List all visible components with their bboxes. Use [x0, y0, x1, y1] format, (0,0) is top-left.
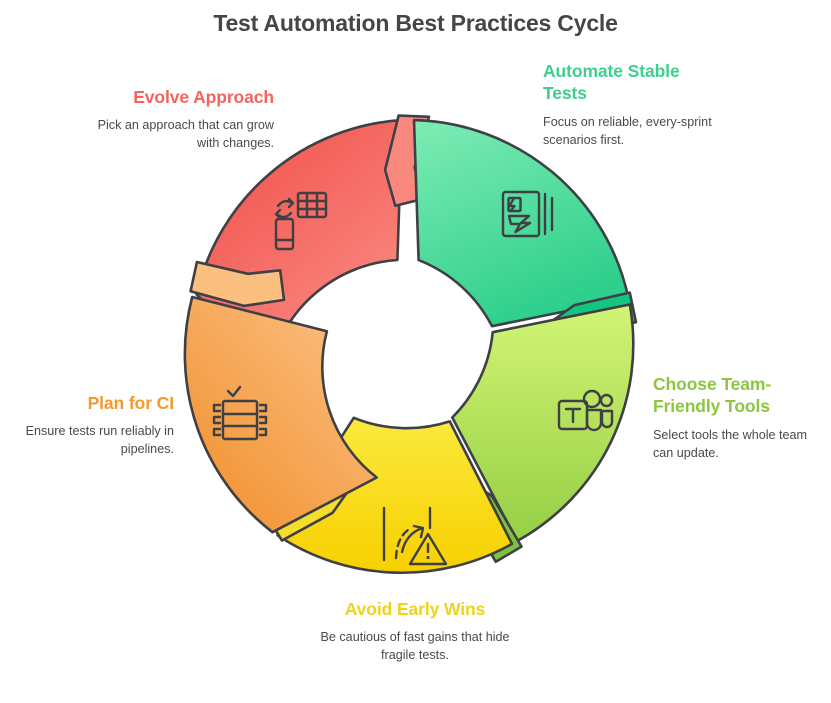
callout-plan: Plan for CI Ensure tests run reliably in… — [8, 392, 175, 459]
segment-choose-body[interactable] — [451, 303, 635, 543]
trend-warning-icon — [382, 506, 448, 566]
callout-avoid: Avoid Early Wins Be cautious of fast gai… — [315, 598, 515, 665]
callout-evolve-blurb: Pick an approach that can grow with chan… — [97, 118, 274, 151]
callout-avoid-blurb: Be cautious of fast gains that hide frag… — [320, 630, 510, 663]
pipeline-check-icon — [212, 385, 268, 441]
segment-plan-tab[interactable] — [189, 260, 286, 308]
callout-evolve-headline: Evolve Approach — [133, 87, 274, 107]
callout-choose-headline: Choose Team-Friendly Tools — [653, 374, 772, 417]
callout-evolve: Evolve Approach Pick an approach that ca… — [72, 86, 275, 153]
page-title: Test Automation Best Practices Cycle — [213, 10, 618, 36]
segment-plan-body[interactable] — [183, 295, 378, 534]
callout-choose: Choose Team-Friendly Tools Select tools … — [653, 373, 813, 463]
callout-plan-blurb: Ensure tests run reliably in pipelines. — [25, 424, 174, 457]
teams-people-icon — [557, 389, 614, 432]
callout-automate: Automate Stable Tests Focus on reliable,… — [543, 60, 715, 150]
segment-plan[interactable] — [183, 260, 378, 534]
responsive-adapt-icon — [274, 191, 328, 251]
callout-plan-headline: Plan for CI — [87, 393, 175, 413]
callout-automate-blurb: Focus on reliable, every-sprint scenario… — [543, 114, 712, 147]
callout-avoid-headline: Avoid Early Wins — [344, 599, 486, 619]
callout-choose-blurb: Select tools the whole team can update. — [653, 427, 808, 460]
callout-automate-headline: Automate Stable Tests — [543, 61, 680, 104]
document-lightning-icon — [501, 190, 554, 238]
